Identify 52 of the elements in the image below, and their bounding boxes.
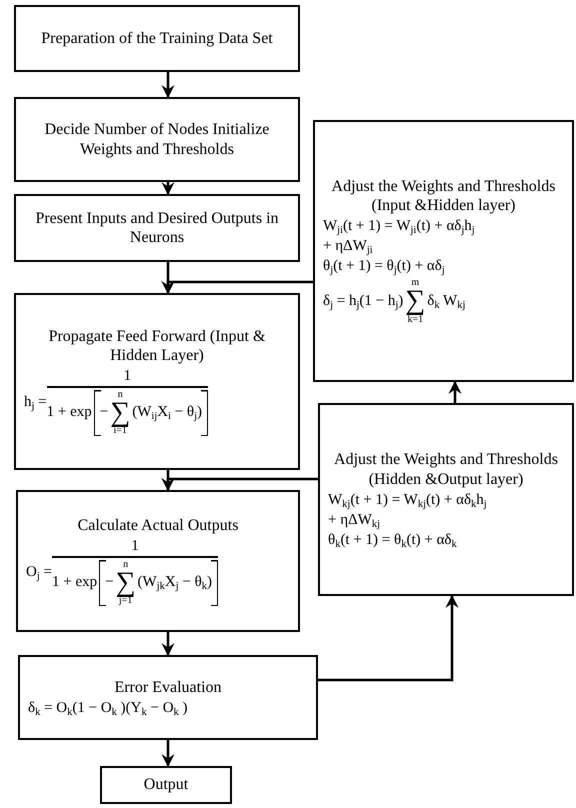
formula-text: W$_{kj}$(t + 1) = W$_{kj}$(t) + αδ$_{k}$h$_{j}$ (328, 492, 487, 509)
formula-text: δ$_{j}$ = h$_{j}$(1 − h$_{j}$) (323, 293, 404, 310)
step-label: Preparation of the Training Data Set (41, 28, 273, 48)
summation-sign: ∑ (405, 288, 426, 315)
step-label: Adjust the Weights and Thresholds (Hidden &Output layer) (333, 450, 559, 489)
process-box (18, 655, 318, 740)
process-box (318, 403, 574, 596)
arrow (162, 280, 313, 294)
numerator: 1 (130, 538, 140, 556)
process-box (14, 293, 300, 470)
formula-text: θ$_{k}$(t + 1) = θ$_{k}$(t) + αδ$_{k}$ (328, 532, 457, 549)
sum-lower-limit: k=1 (407, 314, 424, 325)
step-label: Present Inputs and Desired Outputs in Neurons (34, 208, 280, 248)
formula-text: 1 + exp (46, 404, 92, 422)
sum-upper-limit: m (411, 278, 420, 288)
process-box (16, 490, 300, 632)
summation-sign: ∑ (116, 570, 136, 596)
arrow (162, 632, 174, 656)
sum-upper-limit: n (123, 560, 128, 570)
process-box (14, 194, 300, 262)
formula-text: − (105, 574, 114, 592)
step-label: Calculate Actual Outputs (78, 516, 238, 536)
formula-text: (W$_{ij}$X$_{i}$ − θ$_{j}$) (132, 404, 202, 422)
arrow (162, 478, 318, 492)
formula-text: + ηΔW$_{ji}$ (323, 238, 373, 256)
step-label: Adjust the Weights and Thresholds (Input &Hidden layer) (330, 177, 556, 216)
formula-text: (W$_{jk}$X$_{j}$ − θ$_{k}$) (138, 574, 212, 592)
process-box (313, 120, 574, 382)
step-label: Output (144, 775, 188, 795)
sum-upper-limit: n (118, 390, 123, 400)
step-label: Error Evaluation (114, 678, 222, 698)
summation-sign: ∑ (110, 400, 130, 426)
formula-text: δ$_{k}$ W$_{kj}$ (427, 293, 466, 310)
step-label: Decide Number of Nodes Initialize Weights and Thresholds (44, 120, 270, 159)
formula-text: δ$_{k}$ = O$_{k}$(1 − O$_{k}$ )(Y$_{k}$ − O$_{k}$ ) (28, 700, 188, 718)
process-box (14, 97, 300, 182)
formula-text: O$_{j}$ = (26, 564, 52, 581)
formula-text: θ$_{j}$(t + 1) = θ$_{j}$(t) + αδ$_{j}$ (323, 258, 445, 276)
arrow (448, 380, 462, 403)
arrow (318, 594, 458, 682)
formula-text: + ηΔW$_{kj}$ (328, 512, 380, 529)
arrow (162, 72, 174, 98)
formula-text: h$_{j}$ = (24, 394, 47, 411)
arrow (162, 182, 174, 196)
process-box (14, 5, 300, 72)
arrow (162, 740, 174, 768)
numerator: 1 (122, 368, 132, 386)
formula-text: − (100, 404, 108, 422)
process-box (100, 766, 232, 804)
formula-text: 1 + exp (52, 574, 98, 592)
step-label: Propagate Feed Forward (Input & Hidden Layer) (48, 326, 266, 366)
formula-text: W$_{ji}$(t + 1) = W$_{ji}$(t) + αδ$_{j}$h$_{j}$ (323, 218, 475, 236)
